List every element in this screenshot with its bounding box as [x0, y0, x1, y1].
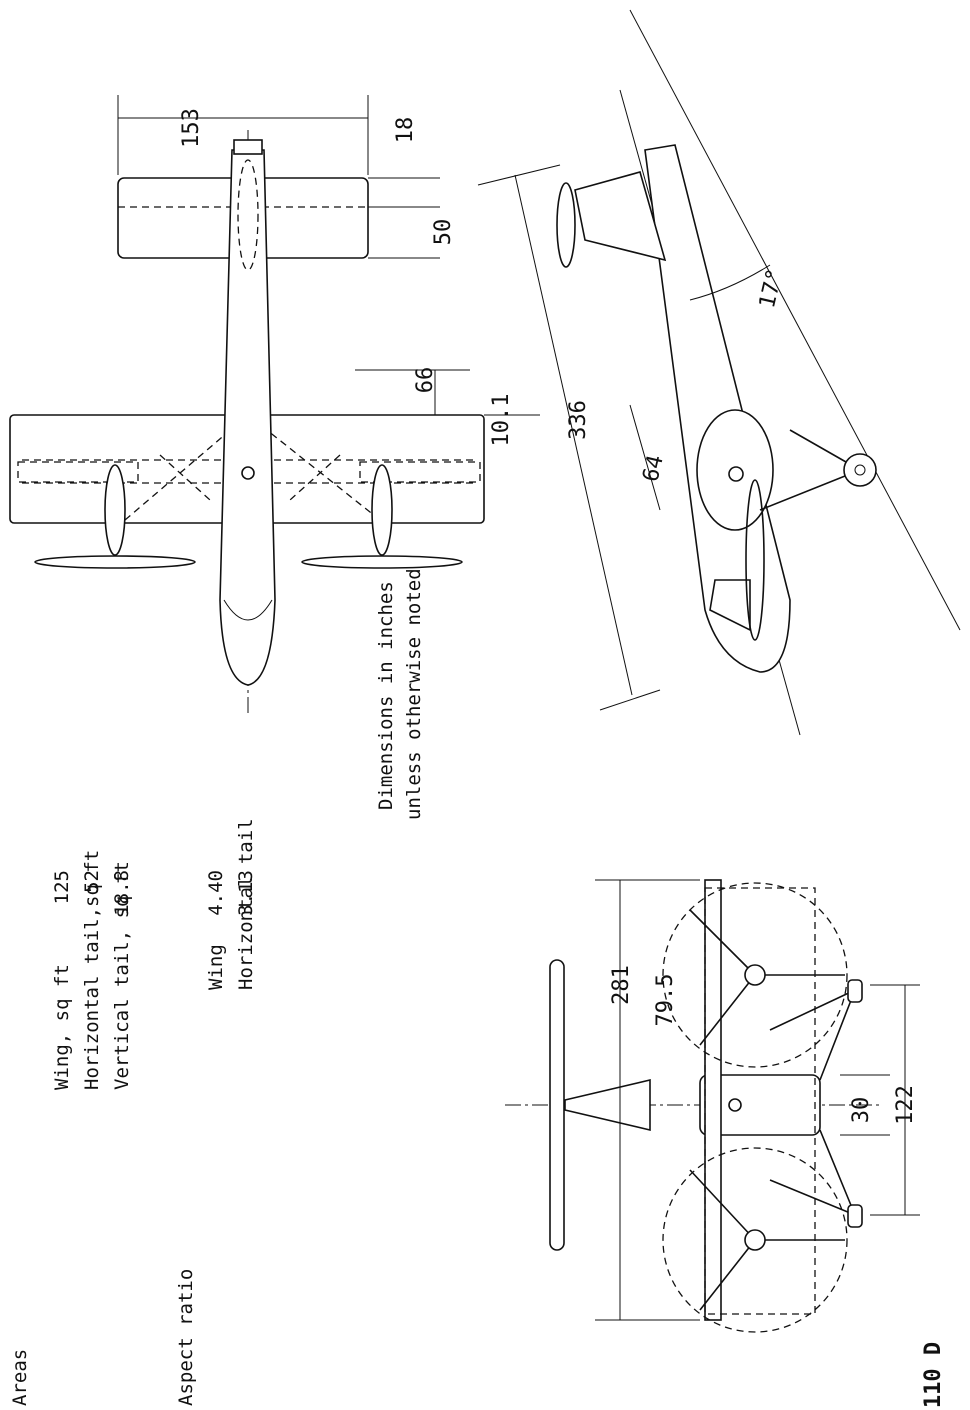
side-prop [745, 479, 765, 641]
plan-left-nacelle [104, 464, 126, 556]
front-left-prop-disc [662, 882, 848, 1068]
front-view: 281 79.5 30 122 110 D [505, 879, 946, 1408]
wing-ar-label: Wing [205, 944, 227, 990]
front-wing [704, 879, 722, 1321]
htail-ar-value: 3.13 [235, 870, 257, 916]
dim-prop-diameter: 110 D [921, 1342, 946, 1408]
wing-area-label: Wing, sq ft [51, 964, 73, 1090]
plan-cg-mark [241, 466, 255, 480]
side-fin [574, 171, 667, 262]
side-wheel [843, 453, 877, 487]
note-line-1: Dimensions in inches [375, 581, 397, 810]
plan-fin [237, 159, 259, 271]
dim-prop-offset: 79.5 [653, 974, 678, 1027]
side-ground-line [629, 9, 961, 631]
vtail-area-value: 18.8 [111, 870, 133, 916]
front-flap-outline [704, 887, 816, 1315]
plan-view: 153 18 50 66 10.1 [9, 95, 540, 715]
wing-area-value: 125 [51, 870, 73, 904]
dim-tail-tip: 18 [393, 117, 418, 144]
htail-area-value: 52 [81, 870, 103, 893]
front-fin [564, 1078, 651, 1132]
dim-aileron: 66 [413, 367, 438, 394]
areas-heading: Areas [9, 1349, 31, 1406]
dim-length: 336 [566, 400, 591, 440]
front-fuselage [699, 1074, 821, 1136]
plan-left-prop [34, 555, 196, 569]
plan-tail-rotor [233, 139, 263, 155]
dim-tail-span: 153 [179, 108, 204, 148]
dim-fuselage: 30 [849, 1097, 874, 1124]
plan-struts [124, 414, 381, 521]
note-line-2: unless otherwise noted [403, 568, 425, 820]
vtail-area-label: Vertical tail, sq ft [111, 861, 133, 1090]
side-fuselage [644, 144, 791, 673]
dim-line-length [514, 174, 633, 696]
dim-tail-chord: 50 [431, 219, 456, 246]
plan-right-nacelle [371, 464, 393, 556]
dim-span: 281 [609, 965, 634, 1005]
side-tail-rotor [556, 182, 576, 268]
dim-flap: 10.1 [489, 394, 514, 447]
aspect-heading: Aspect ratio [175, 1269, 197, 1406]
htail-area-label: Horizontal tail,sq ft [81, 850, 103, 1090]
plan-aileron [359, 461, 481, 483]
dim-prop: 64 [639, 453, 669, 484]
front-right-wheel [847, 1204, 863, 1228]
front-left-prop [689, 909, 845, 1046]
plan-fuselage [219, 149, 276, 686]
dim-angle: 17° [755, 266, 788, 310]
side-view: 336 64 17° [477, 9, 961, 736]
front-right-prop-disc [662, 1147, 848, 1333]
front-gear-struts [769, 989, 856, 1216]
front-left-wheel [847, 979, 863, 1003]
wing-ar-value: 4.40 [205, 870, 227, 916]
front-horizontal-tail [549, 959, 565, 1251]
plan-right-prop [301, 555, 463, 569]
dim-gear-track: 122 [893, 1085, 918, 1125]
htail-ar-label: Horizontal tail [235, 818, 257, 990]
specifications-table: Areas Wing, sq ft 125 Horizontal tail,sq… [9, 568, 425, 1406]
side-nose-window [709, 579, 751, 632]
front-right-prop [689, 1169, 845, 1311]
